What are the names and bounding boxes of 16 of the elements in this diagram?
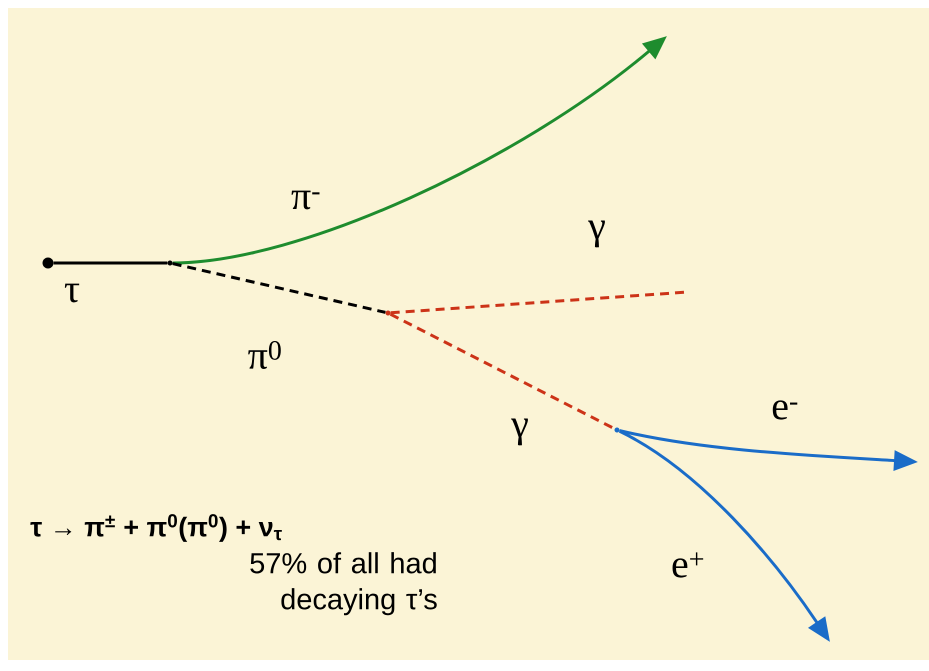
track-line	[54, 261, 168, 264]
edge-label: e$^{-}$	[772, 400, 798, 420]
note-text: 57% of all had decaying τ’s	[250, 552, 437, 616]
track-line	[390, 312, 616, 430]
junction-point	[614, 428, 620, 432]
decay-formula: τ → π$^{±}$ + π$^{0}$(π$^{0}$) + ν$_{τ}$	[30, 514, 282, 542]
junction-point	[386, 310, 390, 316]
junction-point	[168, 260, 172, 266]
edge-label: π$^{-}$	[292, 190, 320, 210]
particle-label: τ	[64, 284, 80, 302]
edge-label: e$^{+}$	[672, 552, 704, 578]
edge-label: γ	[588, 220, 605, 248]
vertex-dot	[42, 258, 54, 268]
edge-label: π$^{0}$	[248, 340, 281, 369]
track-line	[172, 262, 386, 314]
edge-label: γ	[511, 418, 528, 446]
